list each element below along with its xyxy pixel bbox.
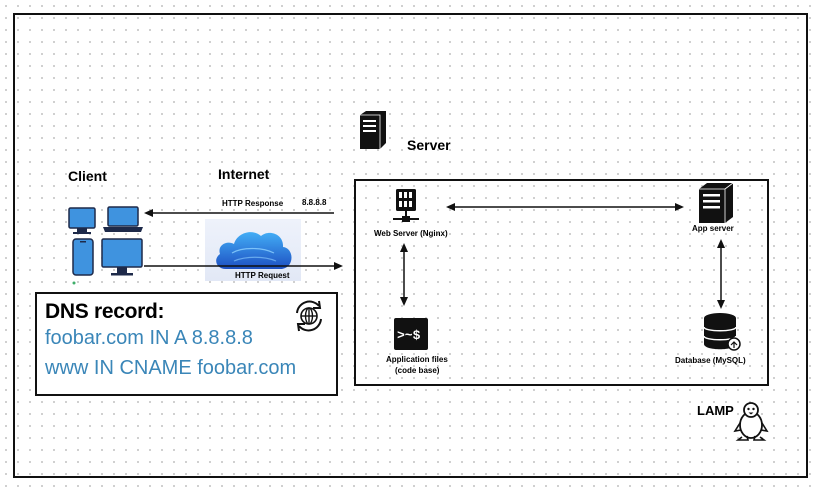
network-server-icon	[393, 188, 419, 224]
app-files-label-line2: (code base)	[395, 366, 440, 375]
diagram-frame	[13, 13, 808, 478]
server-tower-icon	[697, 182, 735, 223]
web-server-label: Web Server (Nginx)	[374, 229, 448, 238]
server-container	[354, 179, 769, 386]
server-tower-icon	[357, 111, 387, 149]
dns-a-record: foobar.com IN A 8.8.8.8	[45, 327, 253, 349]
http-response-label: HTTP Response	[222, 199, 284, 208]
app-files-label-line1: Application files	[386, 355, 448, 364]
database-icon	[703, 313, 741, 351]
http-request-label: HTTP Request	[235, 271, 290, 280]
devices-icon	[66, 205, 146, 287]
dns-cname-record: www IN CNAME foobar.com	[45, 357, 297, 379]
cloud-icon	[212, 223, 296, 275]
server-label: Server	[407, 137, 451, 153]
database-label: Database (MySQL)	[675, 356, 746, 365]
http-arrows	[142, 205, 347, 275]
app-server-label: App server	[692, 224, 734, 233]
server-connections	[354, 179, 769, 386]
dns-title: DNS record:	[45, 300, 165, 323]
globe-refresh-icon	[293, 300, 325, 332]
internet-label: Internet	[218, 166, 270, 182]
linux-penguin-icon	[733, 401, 769, 441]
svg-text:>~$: >~$	[397, 328, 421, 343]
terminal-icon: >~$	[394, 318, 428, 350]
client-label: Client	[68, 168, 107, 184]
dns-record-box: DNS record: foobar.com IN A 8.8.8.8 www …	[35, 292, 338, 396]
ip-address-label: 8.8.8.8	[302, 198, 327, 207]
lamp-label: LAMP	[697, 403, 734, 418]
